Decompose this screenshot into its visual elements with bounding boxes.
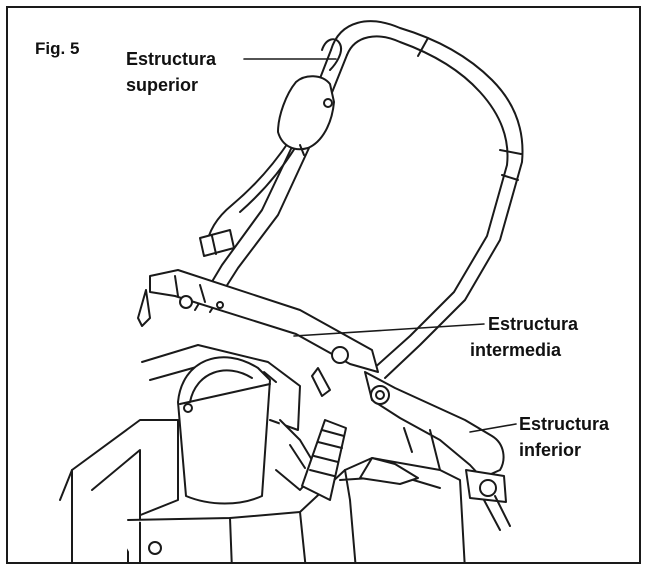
discharge-chute	[141, 344, 301, 505]
upper-frame-handle	[194, 20, 524, 379]
switch-box	[277, 75, 335, 156]
leader-middle	[293, 323, 485, 337]
auger-housing	[59, 419, 466, 562]
leader-lower	[469, 423, 517, 433]
middle-frame	[137, 269, 379, 397]
tread-block	[301, 419, 347, 501]
cable-clip	[199, 229, 235, 257]
callout-lower-frame-line2: inferior	[519, 440, 582, 460]
figure-label: Fig. 5	[35, 39, 80, 58]
callout-upper-frame-line2: superior	[126, 75, 199, 95]
callout-lower-frame-line1: Estructura	[519, 414, 610, 434]
callout-middle-frame-line2: intermedia	[470, 340, 562, 360]
lower-frame	[364, 371, 511, 531]
callout-leaders	[243, 58, 517, 433]
callout-upper-frame-line1: Estructura	[126, 49, 217, 69]
callout-middle-frame-line1: Estructura	[488, 314, 579, 334]
